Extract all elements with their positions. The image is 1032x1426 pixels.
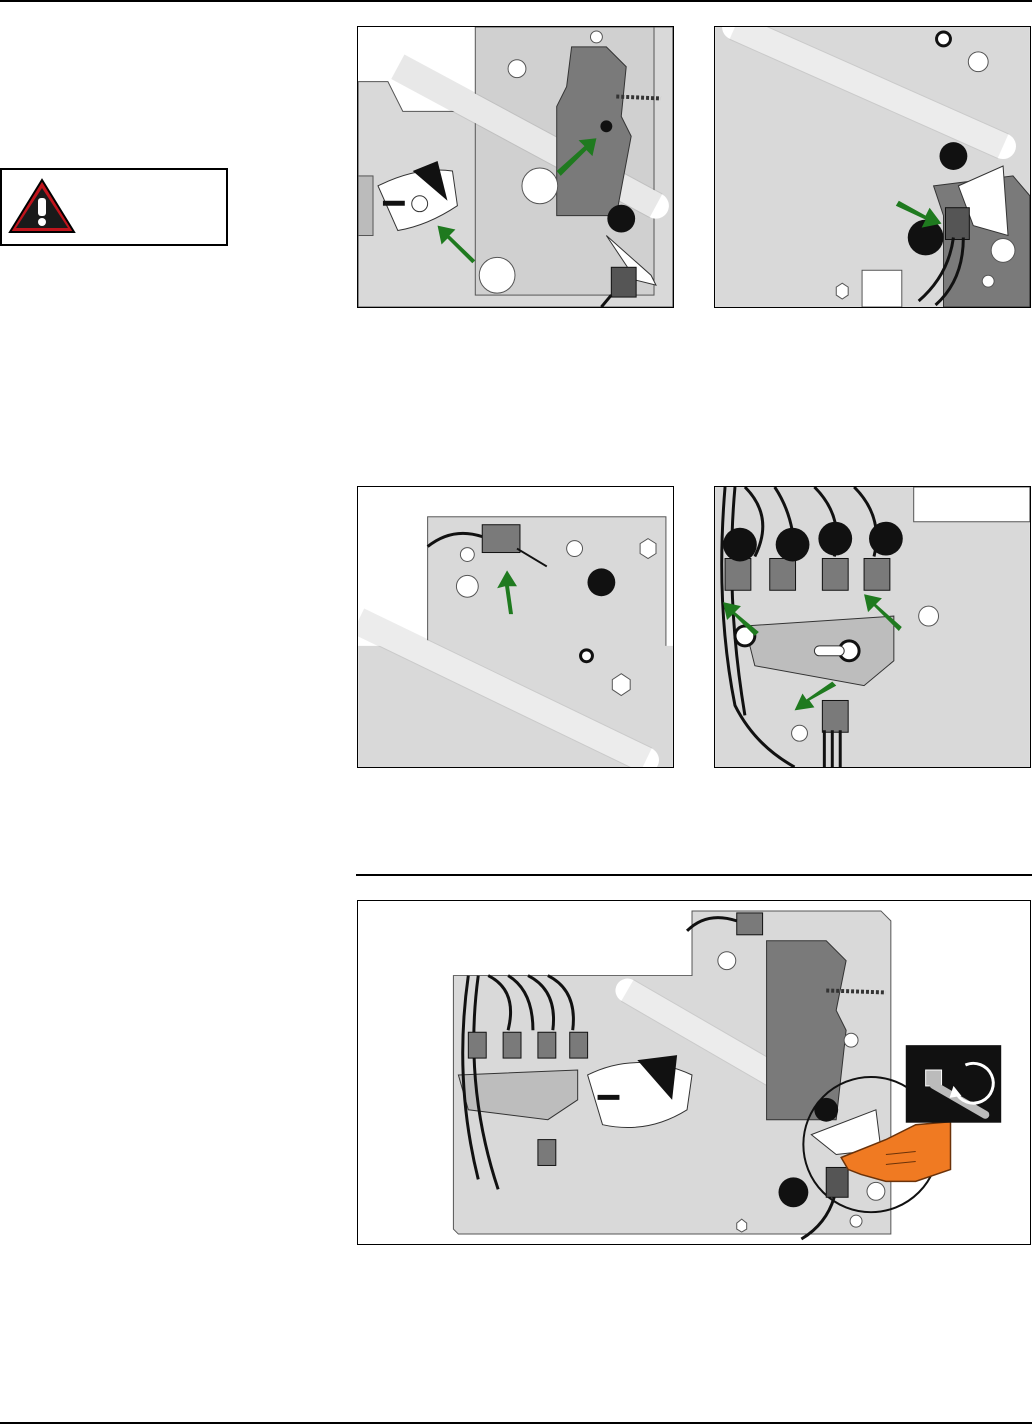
rotate-tool-icon	[906, 1045, 1001, 1123]
figure-actuator-top-left	[357, 26, 674, 308]
warning-triangle-icon	[6, 176, 78, 236]
section-divider	[356, 874, 1032, 876]
figure-switch-bank-mid-right	[714, 486, 1031, 768]
header-rule	[0, 0, 1032, 2]
figure-microswitch-top-right	[714, 26, 1031, 308]
warning-box	[0, 168, 228, 246]
figure-microswitch-mid-left	[357, 486, 674, 768]
footer-rule	[0, 1422, 1032, 1424]
figure-assembly-overview	[357, 900, 1031, 1245]
